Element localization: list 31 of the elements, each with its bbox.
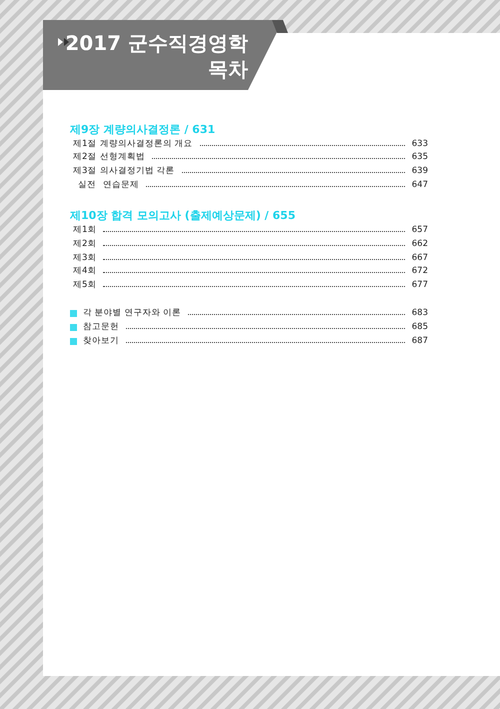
section-number: 제2절 xyxy=(73,151,98,163)
page-number: 677 xyxy=(412,280,428,290)
entry-title: 각 분야별 연구자와 이론 xyxy=(83,307,182,319)
entry-title: 의사결정기법 각론 xyxy=(100,165,175,177)
entry-title: 연습문제 xyxy=(103,179,139,191)
chapter-heading: 제10장 합격 모의고사 (출제예상문제) / 655 xyxy=(70,208,296,223)
entry-title: 계량의사결정론의 개요 xyxy=(100,138,193,150)
page-number: 683 xyxy=(412,308,428,318)
chapter-heading: 제9장 계량의사결정론 / 631 xyxy=(70,122,216,137)
page-title: 2017 군수직경영학 목차 xyxy=(64,30,248,82)
page-number: 685 xyxy=(412,322,428,332)
page-number: 639 xyxy=(412,166,428,176)
entry-title: 제1회 xyxy=(73,224,96,236)
page-number: 667 xyxy=(412,253,428,263)
entry-title: 제3회 xyxy=(73,252,96,264)
page-number: 687 xyxy=(412,336,428,346)
entry-title: 참고문헌 xyxy=(83,321,119,333)
entry-title: 선형계획법 xyxy=(100,151,145,163)
section-number: 실전 xyxy=(78,179,97,191)
page-number: 635 xyxy=(412,152,428,162)
entry-title: 찾아보기 xyxy=(83,335,119,347)
entry-title: 제4회 xyxy=(73,265,96,277)
page-number: 662 xyxy=(412,239,428,249)
page-number: 647 xyxy=(412,180,428,190)
page-number: 672 xyxy=(412,266,428,276)
page-number: 657 xyxy=(412,225,428,235)
entry-title: 제2회 xyxy=(73,238,96,250)
entry-title: 제5회 xyxy=(73,279,96,291)
section-number: 제1절 xyxy=(73,138,98,150)
page-number: 633 xyxy=(412,139,428,149)
section-number: 제3절 xyxy=(73,165,98,177)
